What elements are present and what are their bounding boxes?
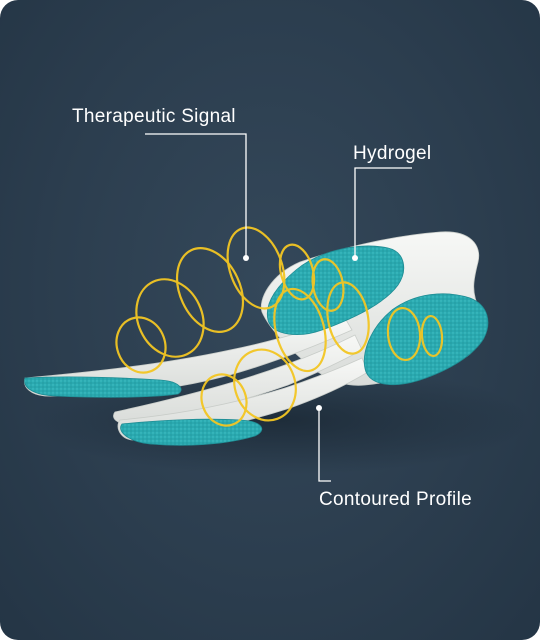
profile-leader-dot bbox=[316, 405, 322, 411]
leader-dots bbox=[243, 255, 358, 411]
signal-leader-line bbox=[145, 133, 247, 258]
hydrogel-pad-left-top bbox=[24, 376, 182, 398]
profile-leader-line bbox=[318, 410, 331, 482]
therapeutic-signal-label: Therapeutic Signal bbox=[72, 106, 236, 127]
signal-coil bbox=[278, 243, 316, 301]
signal-coil bbox=[135, 278, 205, 358]
signal-coil bbox=[200, 373, 248, 427]
signal-coil bbox=[386, 306, 422, 362]
signal-coils bbox=[115, 226, 444, 427]
signal-coil bbox=[115, 316, 167, 374]
hydrogel-leader-line bbox=[354, 167, 412, 258]
signal-coil bbox=[326, 281, 370, 355]
signal-leader-dot bbox=[243, 255, 249, 261]
signal-coil bbox=[420, 314, 444, 358]
hydrogel-pads bbox=[24, 245, 489, 446]
contoured-profile-label: Contoured Profile bbox=[319, 489, 472, 510]
signal-coil bbox=[273, 287, 327, 373]
signal-coil bbox=[175, 247, 245, 333]
hydrogel-leader-dot bbox=[352, 255, 358, 261]
signal-coil bbox=[233, 348, 297, 422]
hydrogel-pad-top bbox=[266, 245, 405, 335]
hydrogel-label: Hydrogel bbox=[353, 143, 432, 164]
leader-lines bbox=[145, 133, 412, 482]
hydrogel-pad-right bbox=[363, 293, 489, 385]
